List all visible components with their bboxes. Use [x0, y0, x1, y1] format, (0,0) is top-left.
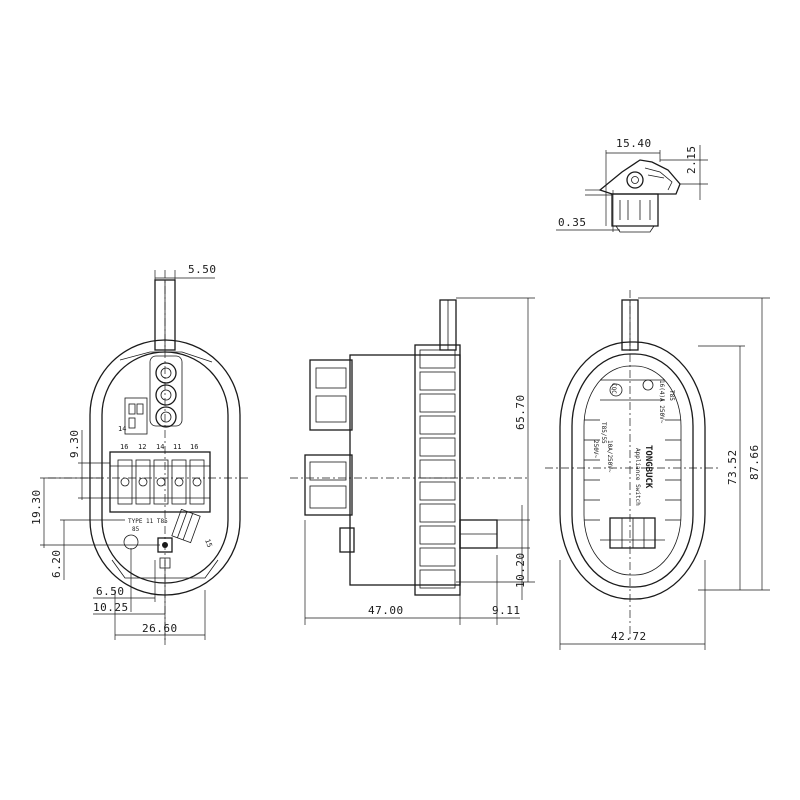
back-dimensions	[559, 297, 770, 650]
front-hole	[123, 534, 139, 550]
front-terminal-stack	[149, 355, 183, 428]
dim-shaft-width: 5.50	[188, 263, 217, 276]
dim-lower-height: 6.20	[50, 550, 63, 579]
front-terminal-number: 12	[138, 443, 146, 451]
back-marking-current: 10A/250V~	[606, 440, 613, 473]
dim-center-height: 19.30	[30, 489, 43, 525]
top-view-dimensions	[556, 145, 708, 232]
dim-terminal-height: 9.30	[68, 430, 81, 459]
front-lower-part	[171, 508, 201, 544]
side-body	[349, 354, 461, 586]
dim-back-overall-height: 87.66	[748, 444, 761, 480]
back-marking-cqc: CQC	[610, 383, 617, 394]
front-dimensions	[40, 270, 215, 645]
side-ribs	[419, 349, 456, 589]
dim-height-top: 2.15	[685, 146, 698, 175]
top-view: 15.40 2.15 0.35	[556, 137, 708, 233]
back-body-outer	[559, 341, 706, 600]
front-view: 16 12 14 11 16 14 15 TYPE 11 T85 85	[30, 263, 250, 645]
side-terminal-lower	[304, 454, 353, 516]
dim-back-width: 42.72	[611, 630, 647, 643]
dim-body-height: 65.70	[514, 394, 527, 430]
back-marking-rating-1: T85/55	[600, 422, 607, 444]
front-side-label-14: 14	[118, 425, 126, 433]
dim-width-top: 15.40	[616, 137, 652, 150]
dim-terminal-spacing: 10.25	[93, 601, 129, 614]
dim-overall-depth: 47.00	[368, 604, 404, 617]
side-dimensions	[304, 297, 535, 625]
back-body-inner	[571, 353, 694, 588]
front-left-part	[124, 397, 148, 435]
dim-body-width: 26.60	[142, 622, 178, 635]
front-terminal-block	[109, 451, 211, 513]
front-type-sub: 85	[132, 526, 140, 533]
dim-pitch: 6.50	[96, 585, 125, 598]
back-view: TONGBUCK Appliance Switch CQC T85/55 16(…	[545, 290, 770, 650]
back-marking-type: Appliance Switch	[634, 448, 641, 506]
front-terminal-number: 11	[173, 443, 181, 451]
back-ribs	[584, 379, 681, 541]
back-marking-rating-2: 16(4)A 250V~	[658, 380, 665, 424]
front-terminal-number: 14	[156, 443, 164, 451]
front-terminal-number: 16	[120, 443, 128, 451]
back-marking-temp: T85	[668, 390, 675, 401]
back-markings: TONGBUCK Appliance Switch CQC T85/55 16(…	[592, 380, 675, 506]
dim-back-inner-height: 73.52	[726, 449, 739, 485]
side-view: 65.70 10.20 47.00 9.11	[290, 297, 535, 625]
dim-boss-height: 10.20	[514, 552, 527, 588]
back-marking-voltage: 250V~	[592, 440, 599, 458]
front-type-text: TYPE 11 T85	[128, 518, 168, 525]
dim-boss-depth: 9.11	[492, 604, 521, 617]
front-side-label-15: 15	[203, 538, 213, 549]
back-marking-brand: TONGBUCK	[643, 445, 653, 489]
top-view-outline	[598, 159, 681, 233]
side-terminal-upper	[309, 359, 353, 431]
dim-offset-top: 0.35	[558, 216, 587, 229]
front-terminal-number: 16	[190, 443, 198, 451]
